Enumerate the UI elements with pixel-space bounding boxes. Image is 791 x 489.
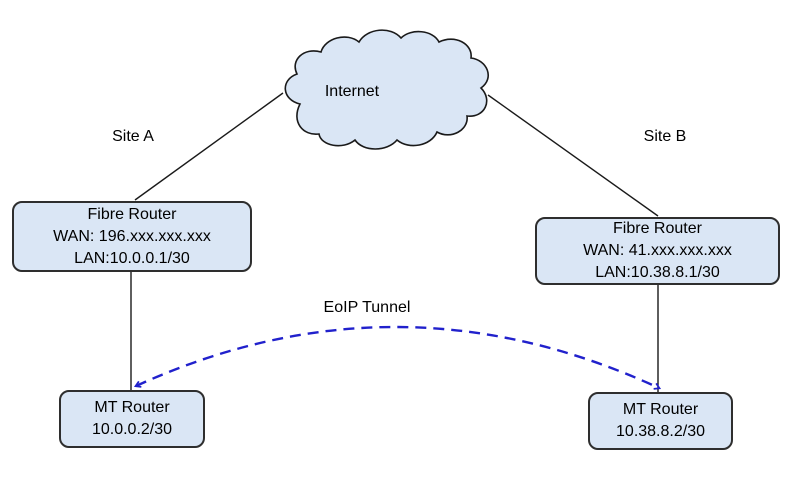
site-b-label: Site B (643, 128, 687, 145)
fibre-router-a-wan: WAN: 196.xxx.xxx.xxx (53, 227, 211, 245)
eoip-tunnel-label: EoIP Tunnel (323, 299, 411, 316)
fibre-router-b-lan: LAN:10.38.8.1/30 (595, 264, 720, 281)
internet-cloud-shape (284, 29, 490, 150)
mt-router-b-title: MT Router (622, 401, 699, 418)
eoip-tunnel-curve (133, 325, 662, 390)
fibre-router-b-title: Fibre Router (613, 220, 702, 237)
mt-router-b-node: MT Router 10.38.8.2/30 (588, 392, 733, 450)
link-cloud-to-fibre-b (487, 94, 659, 217)
internet-label: Internet (324, 83, 380, 100)
site-a-label: Site A (112, 128, 154, 145)
link-cloud-to-fibre-a (134, 92, 284, 201)
mt-router-a-node: MT Router 10.0.0.2/30 (59, 390, 205, 448)
fibre-router-b-wan: WAN: 41.xxx.xxx.xxx (583, 242, 732, 259)
mt-router-a-title: MT Router (94, 399, 170, 416)
fibre-router-a-title: Fibre Router (87, 205, 177, 223)
mt-router-a-ip: 10.0.0.2/30 (91, 421, 173, 438)
fibre-router-b-node: Fibre Router WAN: 41.xxx.xxx.xxx LAN:10.… (535, 217, 780, 285)
mt-router-b-ip: 10.38.8.2/30 (616, 423, 705, 440)
fibre-router-a-node: Fibre Router WAN: 196.xxx.xxx.xxx LAN:10… (12, 201, 252, 272)
fibre-router-a-lan: LAN:10.0.0.1/30 (74, 249, 190, 267)
